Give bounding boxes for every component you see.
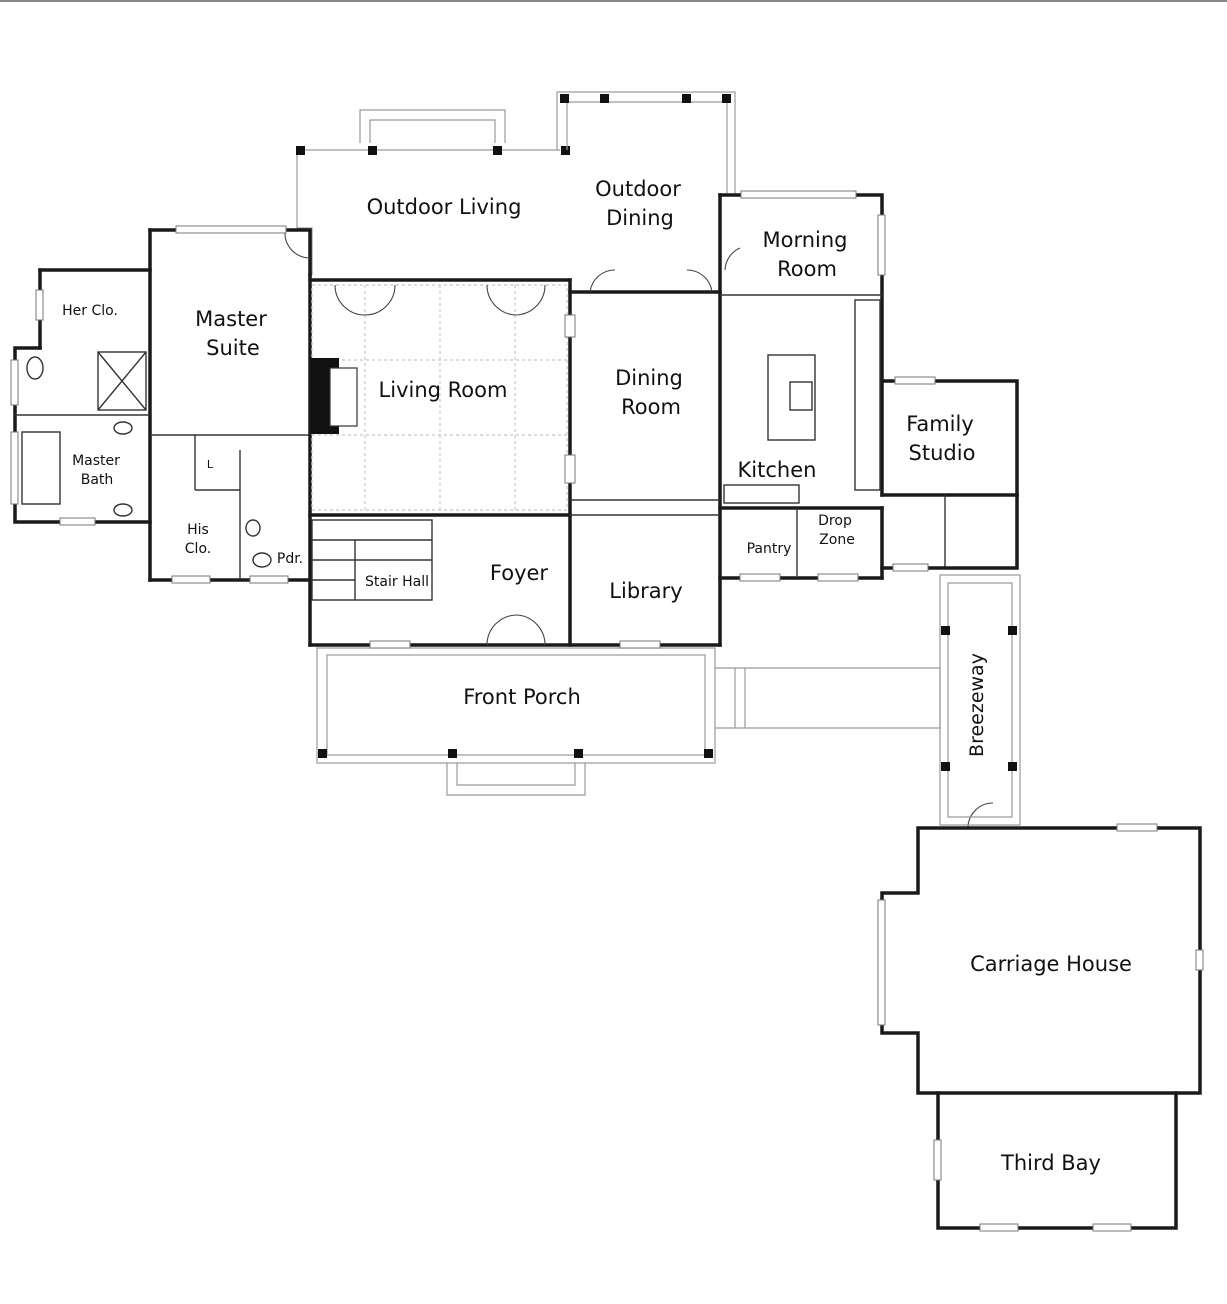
label-stair-hall: Stair Hall — [365, 574, 429, 590]
front-porch-area — [316, 647, 941, 796]
label-dining-room-line1: Dining — [615, 366, 683, 390]
label-family-studio-line1: Family — [906, 412, 974, 436]
label-dining-room-line2: Room — [621, 395, 681, 419]
label-master-bath-line2: Bath — [81, 472, 114, 488]
label-outdoor-living: Outdoor Living — [367, 195, 522, 219]
label-his-closet-line2: Clo. — [185, 541, 211, 557]
label-powder: Pdr. — [277, 551, 303, 567]
label-kitchen: Kitchen — [738, 458, 817, 482]
breezeway-area — [939, 574, 1021, 826]
doors — [284, 231, 994, 829]
label-foyer: Foyer — [490, 561, 549, 585]
label-pantry: Pantry — [747, 541, 792, 557]
label-linen: L — [207, 458, 214, 471]
label-third-bay: Third Bay — [1000, 1151, 1101, 1175]
label-outdoor-dining-line2: Dining — [606, 206, 674, 230]
label-her-closet: Her Clo. — [62, 303, 118, 319]
label-drop-zone-line2: Zone — [819, 532, 855, 548]
fireplace — [311, 358, 358, 434]
carriage-house-walls — [877, 823, 1204, 1232]
outdoor-living-area — [296, 109, 570, 275]
label-front-porch: Front Porch — [463, 685, 581, 709]
label-living-room: Living Room — [379, 378, 508, 402]
label-his-closet-line1: His — [187, 522, 209, 538]
label-master-suite-line1: Master — [195, 307, 267, 331]
label-breezeway: Breezeway — [966, 653, 988, 757]
windows — [10, 190, 936, 649]
outdoor-dining-area — [556, 91, 736, 195]
label-master-bath-line1: Master — [72, 453, 120, 469]
label-library: Library — [609, 579, 682, 603]
label-carriage-house: Carriage House — [970, 952, 1132, 976]
bath-fixtures — [21, 351, 272, 568]
label-morning-room-line2: Room — [777, 257, 837, 281]
living-room-ceiling-grid — [311, 284, 568, 511]
kitchen-fixtures — [723, 299, 881, 504]
label-family-studio-line2: Studio — [909, 441, 976, 465]
label-outdoor-dining-line1: Outdoor — [595, 177, 681, 201]
label-morning-room-line1: Morning — [762, 228, 847, 252]
stair — [311, 519, 433, 601]
label-drop-zone-line1: Drop — [818, 513, 852, 529]
label-master-suite-line2: Suite — [206, 336, 260, 360]
